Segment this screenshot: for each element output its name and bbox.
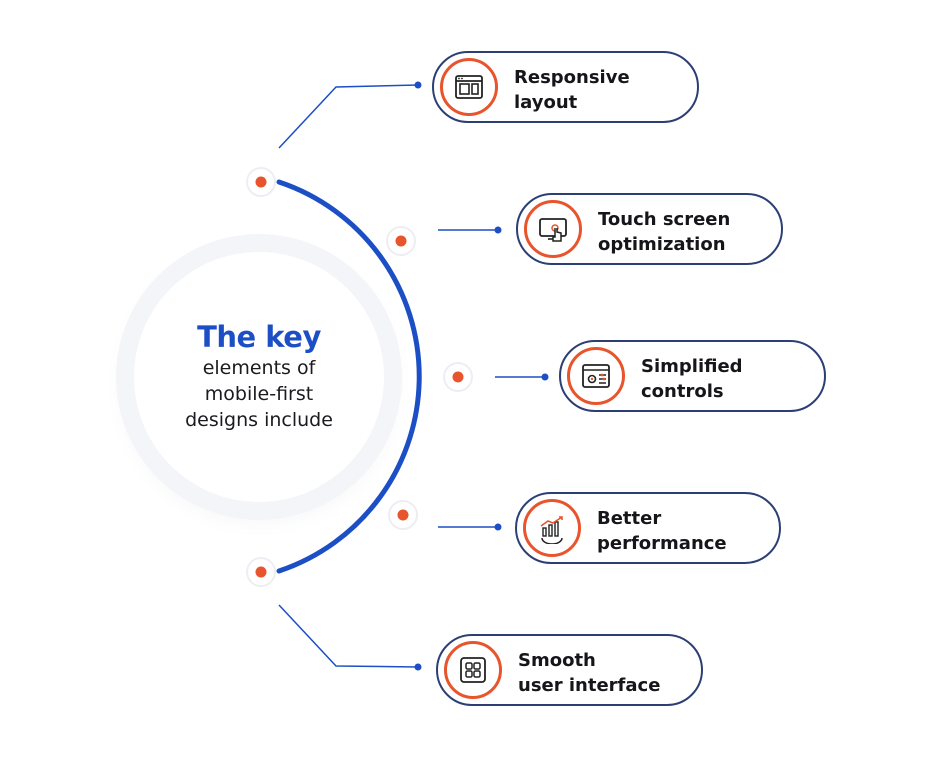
- card-label-line-2: performance: [597, 533, 727, 554]
- center-subtitle-line-1: elements of: [202, 357, 316, 379]
- card-smooth-ui: Smooth user interface: [436, 634, 703, 706]
- arc-node-5: [246, 557, 276, 587]
- card-label: Better performance: [597, 506, 727, 556]
- performance-chart-icon: [523, 499, 581, 557]
- connector-end-dot-2: [494, 226, 502, 234]
- center-subtitle-line-2: mobile-first: [204, 383, 314, 405]
- arc-node-2: [386, 226, 416, 256]
- center-subtitle-line-3: designs include: [185, 409, 333, 431]
- card-touch-screen: Touch screen optimization: [516, 193, 783, 265]
- card-label: Touch screen optimization: [598, 207, 730, 257]
- center-circle: The key elements of mobile-first designs…: [134, 252, 384, 502]
- card-label-line-2: user interface: [518, 675, 661, 696]
- card-simplified-controls: Simplified controls: [559, 340, 826, 412]
- center-subtitle: elements of mobile-first designs include: [185, 355, 333, 433]
- card-label-line-1: Touch screen: [598, 209, 731, 230]
- main-arc: [276, 179, 422, 574]
- card-label-line-2: controls: [641, 381, 724, 402]
- layout-icon: [440, 58, 498, 116]
- card-label: Responsive layout: [514, 65, 630, 115]
- arc-node-4: [388, 500, 418, 530]
- card-label-line-1: Simplified: [641, 356, 743, 377]
- arc-node-3: [443, 362, 473, 392]
- card-label-line-1: Smooth: [518, 650, 596, 671]
- card-label: Smooth user interface: [518, 648, 660, 698]
- connector-end-dot-5: [414, 663, 422, 671]
- touch-screen-icon: [524, 200, 582, 258]
- arc-node-1: [246, 167, 276, 197]
- card-label-line-2: optimization: [598, 234, 726, 255]
- connector-line-1: [278, 84, 419, 149]
- card-label-line-1: Better: [597, 508, 662, 529]
- card-better-performance: Better performance: [515, 492, 781, 564]
- card-label: Simplified controls: [641, 354, 743, 404]
- connector-end-dot-4: [494, 523, 502, 531]
- connector-end-dot-3: [541, 373, 549, 381]
- settings-window-icon: [567, 347, 625, 405]
- center-title: The key: [197, 320, 321, 354]
- connector-end-dot-1: [414, 81, 422, 89]
- card-label-line-2: layout: [514, 92, 578, 113]
- connector-line-5: [278, 604, 419, 668]
- card-label-line-1: Responsive: [514, 67, 630, 88]
- card-responsive-layout: Responsive layout: [432, 51, 699, 123]
- grid-apps-icon: [444, 641, 502, 699]
